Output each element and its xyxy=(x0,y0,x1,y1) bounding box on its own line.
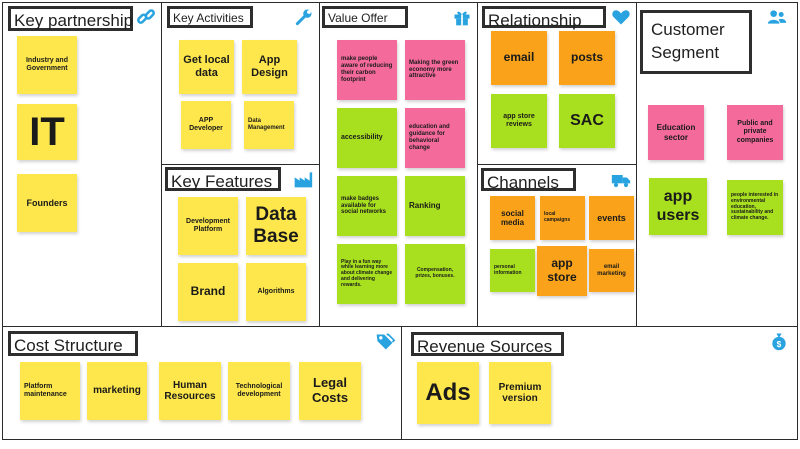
sticky-note: APP Developer xyxy=(181,101,231,149)
sticky-note: posts xyxy=(559,31,615,85)
value-offer-title: Value Offer xyxy=(322,6,408,28)
sticky-note: Human Resources xyxy=(159,362,221,420)
sticky-note: Algorithms xyxy=(246,263,306,321)
sticky-note: Brand xyxy=(178,263,238,321)
sticky-note: Ranking xyxy=(405,176,465,236)
sticky-note: Compensation, prizes, bonuses. xyxy=(405,244,465,304)
sticky-note: Premium version xyxy=(489,362,551,424)
sticky-note: marketing xyxy=(87,362,147,420)
sticky-note: Public and private companies xyxy=(727,105,783,160)
sticky-note: make badges available for social network… xyxy=(337,176,397,236)
relationship-title: Relationship xyxy=(482,6,606,29)
sticky-note: Technological development xyxy=(228,362,290,420)
svg-text:$: $ xyxy=(777,339,782,349)
sticky-note: IT xyxy=(17,104,77,160)
tags-icon xyxy=(375,332,395,352)
sticky-note: personal information xyxy=(490,249,535,292)
users-icon xyxy=(767,7,787,27)
sticky-note: app users xyxy=(649,178,707,235)
sticky-note: make people aware of reducing their carb… xyxy=(337,40,397,100)
sticky-note: SAC xyxy=(559,94,615,148)
sticky-note: accessibility xyxy=(337,108,397,168)
heart-icon xyxy=(611,7,631,27)
sticky-note: Data Base xyxy=(246,197,306,255)
money-bag-icon: $ xyxy=(769,331,789,351)
channels-title: Channels xyxy=(481,168,576,191)
key-features-title: Key Features xyxy=(165,167,281,191)
sticky-note: events xyxy=(589,196,634,240)
sticky-note: local campaigns xyxy=(540,196,585,240)
sticky-note: app store reviews xyxy=(491,94,547,148)
truck-icon xyxy=(611,170,631,190)
sticky-note: people interested in environmental educa… xyxy=(727,180,783,235)
link-icon xyxy=(136,7,156,27)
sticky-note: App Design xyxy=(242,40,297,94)
sticky-note: app store xyxy=(537,246,587,296)
sticky-note: Play in a fun way while learning more ab… xyxy=(337,244,397,304)
sticky-note: Founders xyxy=(17,174,77,232)
sticky-note: education and guidance for behavioral ch… xyxy=(405,108,465,168)
sticky-note: Platform maintenance xyxy=(20,362,80,420)
sticky-note: Data Management xyxy=(244,101,294,149)
sticky-note: Legal Costs xyxy=(299,362,361,420)
key-partnership-title: Key partnership xyxy=(8,6,133,31)
sticky-note: Ads xyxy=(417,362,479,424)
cost-structure-title: Cost Structure xyxy=(8,331,138,356)
sticky-note: email marketing xyxy=(589,249,634,292)
wrench-icon xyxy=(294,7,314,27)
sticky-note: social media xyxy=(490,196,535,240)
sticky-note: Get local data xyxy=(179,40,234,94)
sticky-note: Making the green economy more attractive xyxy=(405,40,465,100)
sticky-note: Industry and Government xyxy=(17,36,77,94)
customer-segment-title: Customer Segment xyxy=(640,10,752,74)
sticky-note: email xyxy=(491,31,547,85)
key-activities-title: Key Activities xyxy=(167,6,253,28)
gift-icon xyxy=(452,7,472,27)
sticky-note: Development Platform xyxy=(178,197,238,255)
sticky-note: Education sector xyxy=(648,105,704,160)
factory-icon xyxy=(293,169,313,189)
revenue-sources-title: Revenue Sources xyxy=(411,332,564,356)
